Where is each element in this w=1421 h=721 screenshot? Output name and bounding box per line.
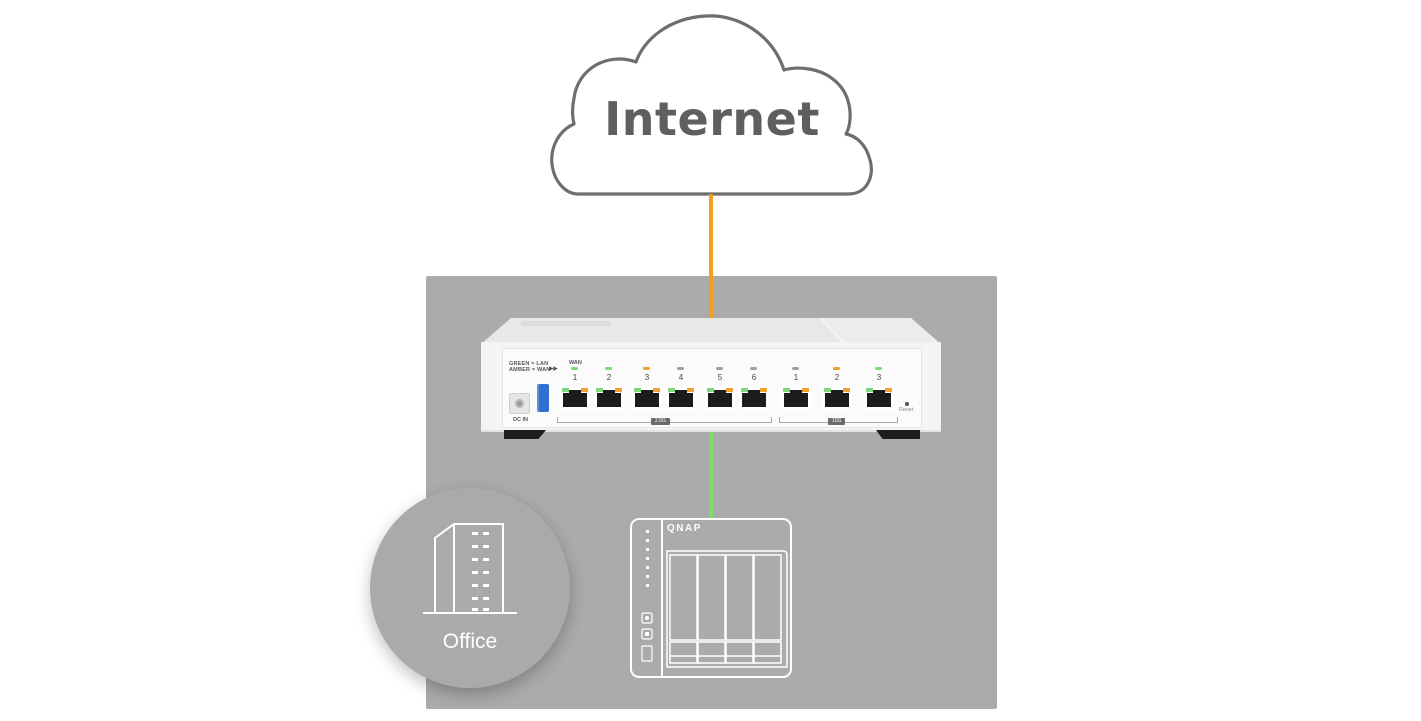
group-10g-badge: 10G: [828, 418, 846, 425]
link-led-green: [783, 388, 790, 392]
link-led-green: [562, 388, 569, 392]
lan-cable: [709, 428, 713, 520]
link-led-amber: [581, 388, 588, 392]
rj45-jack: [563, 390, 587, 407]
led-legend-lan: GREEN = LAN: [509, 361, 549, 367]
ethernet-port: [666, 386, 696, 410]
ethernet-port: [822, 386, 852, 410]
nas-icon: [630, 518, 792, 678]
link-led-green: [866, 388, 873, 392]
link-led-amber: [843, 388, 850, 392]
link-led-green: [634, 388, 641, 392]
link-led-amber: [653, 388, 660, 392]
router-foot: [876, 430, 920, 439]
port-status-led: [875, 367, 882, 370]
office-label: Office: [442, 630, 498, 653]
rj45-jack: [742, 390, 766, 407]
rj45-jack: [825, 390, 849, 407]
ethernet-port: [781, 386, 811, 410]
port-number: 2: [834, 373, 840, 382]
cloud-icon: [550, 14, 873, 196]
router-top-surface: [481, 318, 941, 344]
port-status-led: [833, 367, 840, 370]
dc-in-port: [509, 393, 530, 414]
nas-brand-label: QNAP: [667, 523, 702, 534]
led-legend-wan: AMBER = WAN: [509, 367, 551, 373]
arrow-icon: ▶▶: [549, 366, 558, 372]
port-status-led: [643, 367, 650, 370]
wan-label: WAN: [569, 360, 582, 366]
link-led-amber: [615, 388, 622, 392]
port-status-led: [605, 367, 612, 370]
link-led-amber: [726, 388, 733, 392]
port-status-led: [716, 367, 723, 370]
port-number: 3: [644, 373, 650, 382]
link-led-green: [707, 388, 714, 392]
link-led-green: [668, 388, 675, 392]
rj45-jack: [635, 390, 659, 407]
link-led-amber: [687, 388, 694, 392]
link-led-green: [824, 388, 831, 392]
building-icon: [423, 523, 517, 614]
port-number: 4: [678, 373, 684, 382]
ethernet-port: [739, 386, 769, 410]
rj45-jack: [708, 390, 732, 407]
rj45-jack: [784, 390, 808, 407]
office-node: [370, 488, 570, 688]
rj45-jack: [669, 390, 693, 407]
ethernet-port: [594, 386, 624, 410]
port-status-led: [750, 367, 757, 370]
usb-port: [537, 384, 549, 412]
group-25g-badge: 2.5G: [651, 418, 670, 425]
dc-in-label: DC IN: [513, 417, 528, 423]
rj45-jack: [867, 390, 891, 407]
rj45-jack: [597, 390, 621, 407]
port-number: 1: [572, 373, 578, 382]
ethernet-port: [560, 386, 590, 410]
ethernet-port: [705, 386, 735, 410]
port-number: 1: [793, 373, 799, 382]
port-number: 5: [717, 373, 723, 382]
port-status-led: [677, 367, 684, 370]
port-number: 2: [606, 373, 612, 382]
link-led-amber: [760, 388, 767, 392]
ethernet-port: [632, 386, 662, 410]
link-led-green: [741, 388, 748, 392]
ethernet-port: [864, 386, 894, 410]
wan-cable: [709, 194, 713, 320]
link-led-amber: [885, 388, 892, 392]
link-led-amber: [802, 388, 809, 392]
router-foot: [504, 430, 546, 439]
link-led-green: [596, 388, 603, 392]
port-status-led: [571, 367, 578, 370]
internet-label: Internet: [604, 92, 820, 146]
port-number: 3: [876, 373, 882, 382]
port-number: 6: [751, 373, 757, 382]
port-status-led: [792, 367, 799, 370]
reset-label: Reset: [899, 407, 914, 413]
reset-button: [905, 402, 909, 406]
